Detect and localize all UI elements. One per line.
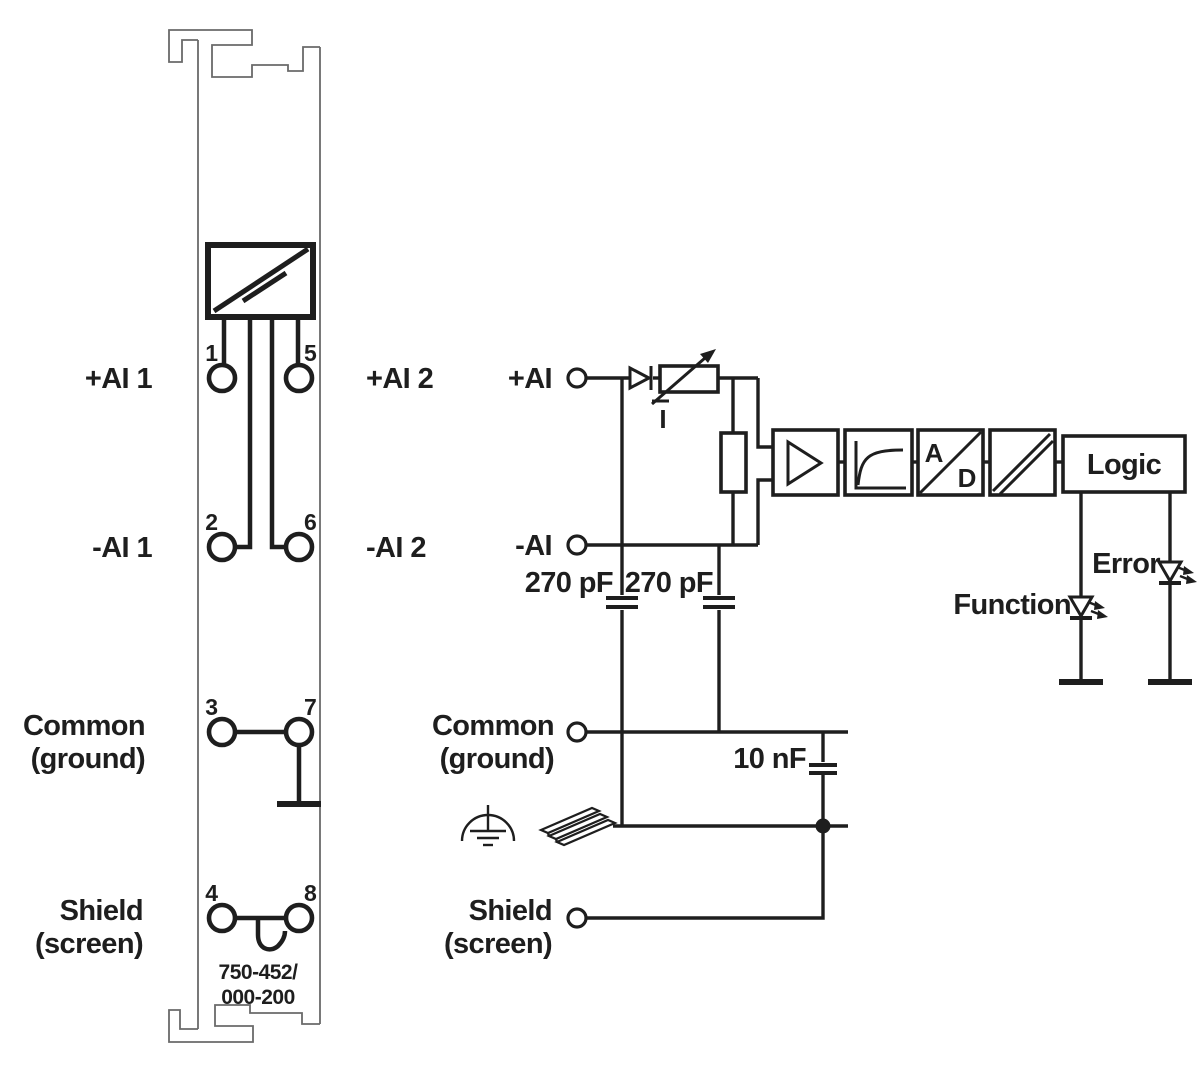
terminal-7 [283,716,315,748]
error-led-label: Error [1092,548,1160,580]
din-rail-icon [538,806,618,847]
terminal-5 [283,362,315,394]
module-isolation-icon [205,242,316,320]
label-circuit-common-1: Common [432,710,554,742]
filter-curve-icon [856,448,904,486]
terminal-number-7: 7 [304,694,317,720]
terminal-3 [206,716,238,748]
circuit-input-labels: +AI -AI Common (ground) Shield (screen) [432,363,555,960]
terminal-number-4: 4 [205,880,218,906]
terminal-8 [283,902,315,934]
earth-ground-icon [460,805,516,847]
amp-top-feed [756,378,773,449]
module-top-clip [168,29,320,78]
terminal-4 [206,902,238,934]
error-led-icon [1156,560,1184,584]
shield-hook [255,918,288,952]
terminal-common [566,721,588,743]
diode-icon [628,365,653,391]
label-circuit-shield-2: (screen) [444,928,552,960]
cap2-value: 270 pF [625,567,713,599]
adc-diagonal [918,430,983,495]
wire-terminal-2 [236,317,253,550]
current-label: I [659,404,666,434]
filter-axes-icon [854,441,906,490]
module-outline [168,29,321,1043]
cap1-value: 270 pF [525,567,613,599]
wire-terminal-6 [269,317,285,550]
cap3-value: 10 nF [733,743,806,775]
terminal-6 [283,531,315,563]
error-led: Error [1092,492,1197,685]
module-wires [221,317,321,952]
adc-d-label: D [958,463,977,493]
terminal-shield [566,907,588,929]
part-number: 750-452/ 000-200 [219,961,299,1009]
function-led-label: Function [953,589,1071,621]
label-ai-minus: -AI [515,530,552,562]
label-shield-1: Shield [60,895,143,927]
terminal-1 [206,362,238,394]
capacitor-10nF: 10 nF [733,743,837,775]
circuit-wiring [587,376,848,920]
amplifier-triangle-icon [786,439,824,487]
amp-bottom-feed [756,478,773,545]
module-labels: +AI 1 -AI 1 Common (ground) Shield (scre… [23,363,434,960]
variable-current-source-icon: I [651,349,720,434]
shield-line [587,826,825,920]
terminal-number-6: 6 [304,509,317,535]
logic-label: Logic [1087,449,1162,481]
terminal-numbers: 1 5 2 6 3 7 4 8 [205,340,317,906]
part-number-line2: 000-200 [221,986,295,1009]
module-bottom-clip [168,1004,320,1043]
capacitor-270pF-1: 270 pF [525,567,638,609]
label-ai-plus: +AI [508,363,552,395]
terminal-ai-plus [566,367,588,389]
terminal-ai-minus [566,534,588,556]
part-number-line1: 750-452/ [219,961,299,984]
label-ai2-plus: +AI 2 [366,363,433,395]
ad-converter-block: A D [916,428,985,497]
logic-block: Logic [1061,434,1187,494]
capacitor-270pF-2: 270 pF [625,567,735,609]
amplifier-block [771,428,840,497]
lowpass-filter-block [843,428,914,497]
junction-dot [815,818,831,834]
terminal-number-8: 8 [304,880,317,906]
shunt-resistor [719,431,748,494]
label-shield-2: (screen) [35,928,143,960]
function-led-icon [1067,595,1095,619]
label-ai2-minus: -AI 2 [366,532,426,564]
label-circuit-common-2: (ground) [440,743,554,775]
label-common-2: (ground) [31,743,145,775]
adc-a-label: A [925,438,944,468]
function-led: Function [953,492,1108,685]
label-ai1-minus: -AI 1 [92,532,152,564]
terminal-number-5: 5 [304,340,317,366]
terminal-number-2: 2 [205,509,218,535]
terminal-number-1: 1 [205,340,218,366]
terminal-2 [206,531,238,563]
module-terminals [206,362,315,934]
circuit-terminals [566,367,588,929]
isolation-block [988,428,1057,497]
terminal-number-3: 3 [205,694,218,720]
label-common-1: Common [23,710,145,742]
label-ai1-plus: +AI 1 [85,363,153,395]
label-circuit-shield-1: Shield [469,895,552,927]
